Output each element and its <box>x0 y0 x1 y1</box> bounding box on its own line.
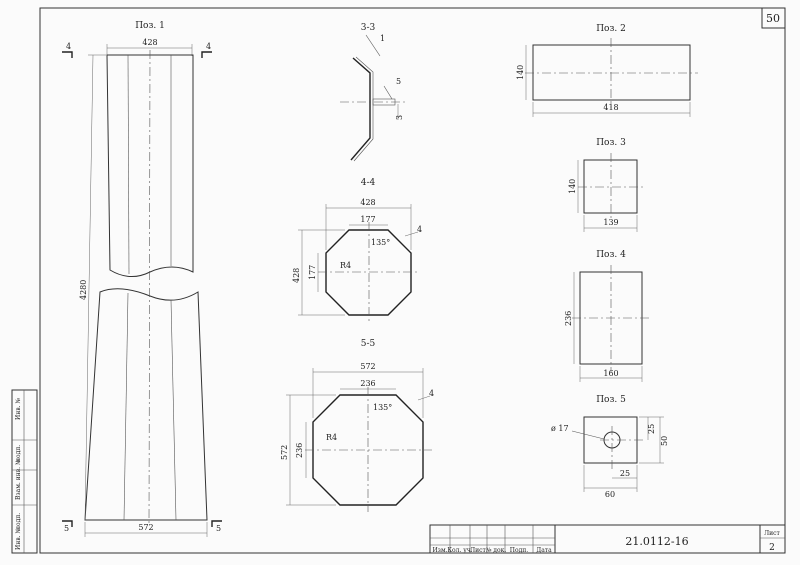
pos5-dim-50: 50 <box>660 436 669 446</box>
sec55-top: 236 <box>360 379 375 388</box>
cut-mark-5-left: 5 <box>64 524 69 533</box>
tb-header-date: Дата <box>536 547 552 554</box>
title-block <box>429 524 786 554</box>
sec44-radius: R4 <box>340 261 351 270</box>
sheet-frame <box>39 7 786 554</box>
sec44-title: 4-4 <box>361 178 376 188</box>
pos5-title: Поз. 5 <box>596 395 626 405</box>
pos4-height: 236 <box>564 311 573 326</box>
tb-header-kol: Кол. уч. <box>447 547 472 554</box>
doc-code: 21.0112-16 <box>625 535 688 548</box>
pos3-plate <box>577 153 644 232</box>
sec44-height: 428 <box>292 268 301 283</box>
pos1-drawing <box>62 44 222 537</box>
sec33-leader-1: 1 <box>380 34 385 43</box>
pos3-title: Поз. 3 <box>596 138 626 148</box>
sec44-angle: 135° <box>371 238 390 247</box>
sec44-octagon <box>298 204 420 322</box>
pos1-width-top: 428 <box>142 38 157 47</box>
pos5-dim-25-vertical: 25 <box>647 424 656 434</box>
pos5-hole-diameter: ø 17 <box>551 424 569 433</box>
sec55-title: 5-5 <box>361 339 376 349</box>
pos1-title: Поз. 1 <box>135 21 165 31</box>
sec55-radius: R4 <box>326 433 337 442</box>
pos1-width-bottom: 572 <box>138 523 153 532</box>
stamp-label-replace: Взам. инв. № <box>15 459 22 500</box>
sec44-side: 177 <box>308 265 317 280</box>
sec55-angle: 135° <box>373 403 392 412</box>
sec55-thickness: 4 <box>429 389 434 398</box>
pos2-title: Поз. 2 <box>596 24 626 34</box>
cut-mark-5-right: 5 <box>216 524 221 533</box>
sec44-top: 177 <box>360 215 375 224</box>
pos1-length: 4280 <box>79 280 88 300</box>
sheet-number: 50 <box>766 12 780 25</box>
tb-header-doc: № док. <box>486 547 507 554</box>
stamp-label-inv-2: Инв. № <box>15 528 22 550</box>
stamp-label-sign-2: подп. <box>15 513 22 530</box>
sec33-leader-5: 5 <box>396 77 401 86</box>
pos4-width: 160 <box>603 369 618 378</box>
sec55-side: 236 <box>295 443 304 458</box>
pos3-height: 140 <box>568 179 577 194</box>
pos2-height: 140 <box>516 65 525 80</box>
pos5-dim-25-horizontal: 25 <box>620 469 630 478</box>
cut-mark-4-right: 4 <box>206 42 211 51</box>
tb-sheet-value: 2 <box>769 543 775 553</box>
pos4-plate <box>572 265 650 382</box>
sec33-title: 3-3 <box>361 23 376 33</box>
sec44-width: 428 <box>360 198 375 207</box>
sec33-drawing <box>340 34 406 162</box>
sec55-octagon <box>286 368 432 512</box>
sec55-height: 572 <box>280 445 289 460</box>
stamp-label-inv: Инв. № <box>15 398 22 420</box>
tb-sheet-label: Лист <box>764 530 780 537</box>
sec44-thickness: 4 <box>417 225 422 234</box>
sec55-width: 572 <box>360 362 375 371</box>
tb-header-izm: Изм. <box>432 547 447 554</box>
stamp-label-sign: подп. <box>15 445 22 462</box>
side-stamp <box>11 389 38 554</box>
pos5-width: 60 <box>605 490 615 499</box>
pos4-title: Поз. 4 <box>596 250 626 260</box>
tb-header-sign: Подп. <box>510 547 529 554</box>
sec33-dim-3: 3 <box>395 115 404 120</box>
cut-mark-4-left: 4 <box>66 42 71 51</box>
pos3-width: 139 <box>603 218 618 227</box>
pos2-width: 418 <box>603 103 618 112</box>
pos2-plate <box>525 38 698 117</box>
pos5-plate <box>571 416 664 492</box>
tb-header-list: Лист <box>470 547 486 554</box>
